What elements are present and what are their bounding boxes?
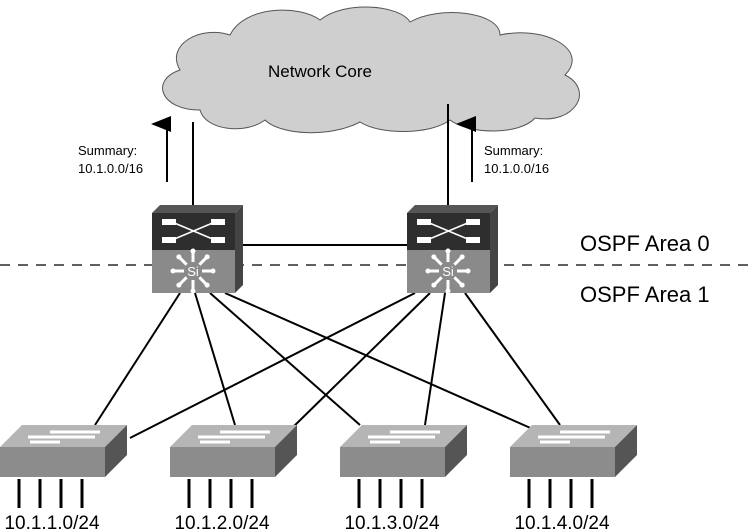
subnet-label: 10.1.1.0/24: [4, 513, 100, 531]
access-switch[interactable]: 10.1.4.0/24: [510, 425, 637, 531]
switch-arrows-icon: [368, 430, 440, 444]
si-label: Si: [442, 264, 454, 279]
multilayer-arrows-icon: [425, 248, 471, 294]
subnet-label: 10.1.3.0/24: [344, 513, 440, 531]
summary-prefix: 10.1.0.0/16: [484, 161, 549, 176]
switch-arrows-icon: [198, 430, 270, 444]
access-switch[interactable]: 10.1.3.0/24: [340, 425, 467, 531]
subnet-label: 10.1.2.0/24: [174, 513, 270, 531]
cloud-label: Network Core: [268, 62, 372, 81]
subnet-label: 10.1.4.0/24: [514, 513, 610, 531]
network-core-cloud: Network Core: [162, 6, 580, 134]
si-label: Si: [187, 264, 199, 279]
area-0-label: OSPF Area 0: [580, 231, 710, 256]
distribution-switch[interactable]: Si: [407, 205, 498, 294]
summary-label: Summary:: [78, 143, 137, 158]
crossbar-icon: [171, 221, 216, 241]
area-1-label: OSPF Area 1: [580, 282, 710, 307]
access-links: [94, 292, 561, 439]
summary-prefix: 10.1.0.0/16: [78, 161, 143, 176]
access-switch[interactable]: 10.1.2.0/24: [170, 425, 297, 531]
switch-arrows-icon: [28, 430, 100, 444]
multilayer-arrows-icon: [170, 248, 216, 294]
switch-arrows-icon: [538, 430, 610, 444]
distribution-switch[interactable]: Si: [152, 205, 243, 294]
summary-label: Summary:: [484, 143, 543, 158]
crossbar-icon: [426, 221, 471, 241]
access-switch[interactable]: 10.1.1.0/24: [0, 425, 127, 531]
